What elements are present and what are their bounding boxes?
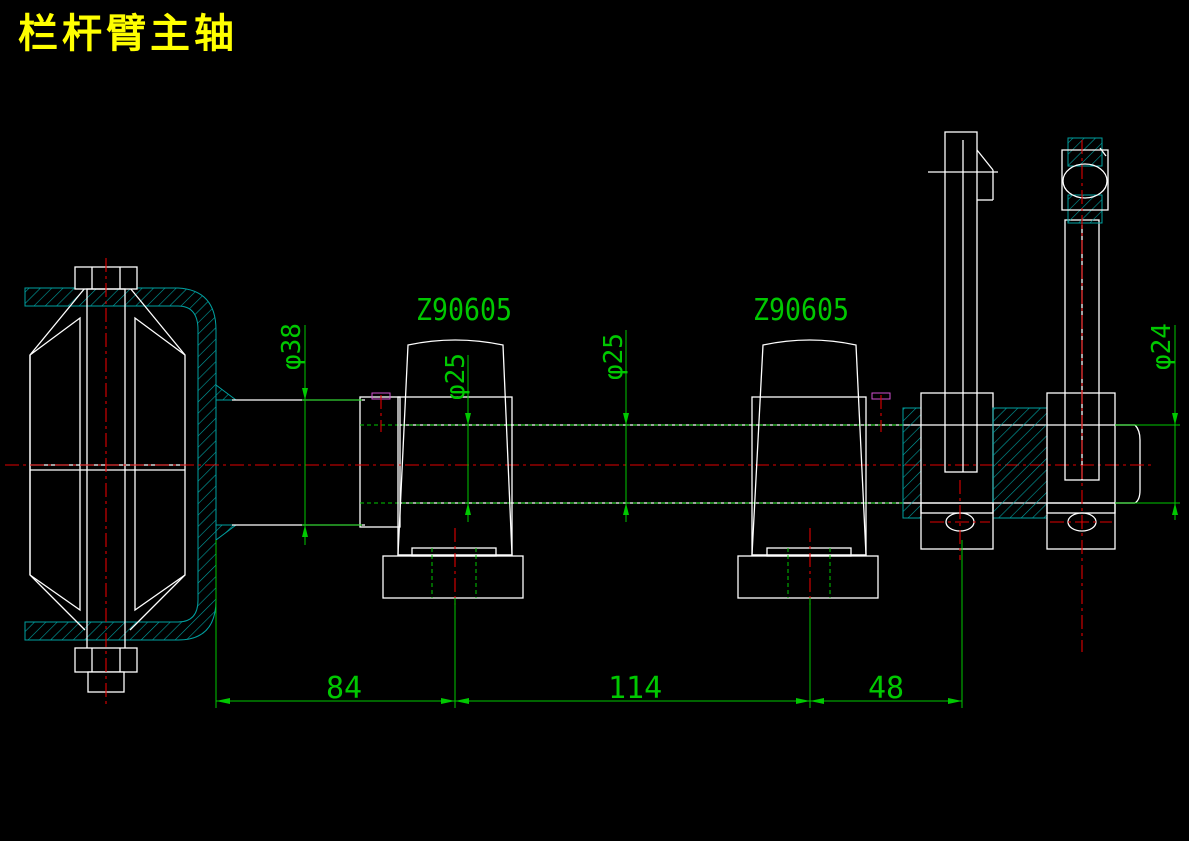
hub-bracket-top [24, 287, 217, 641]
bearing-base-right [737, 555, 879, 599]
dim-dia-25-a: φ25 [441, 353, 471, 400]
crank-arm-2 [1046, 137, 1116, 652]
dim-dia-24: φ24 [1147, 323, 1177, 370]
bearing-base-left [382, 555, 524, 599]
dim-dia-38: φ38 [277, 323, 307, 370]
bearing-block-left [371, 339, 524, 605]
part-label-right: Z90605 [753, 293, 849, 328]
dim-114: 114 [608, 671, 662, 706]
dim-84: 84 [326, 671, 362, 706]
crank-arm-1 [920, 131, 998, 560]
dim-48: 48 [868, 671, 904, 706]
cage-outline-right [129, 287, 186, 631]
dimensions [215, 325, 1180, 708]
part-label-left: Z90605 [416, 293, 512, 328]
main-shaft [5, 396, 1155, 528]
drawing-title: 栏杆臂主轴 [18, 11, 238, 57]
cage-outline-left [29, 287, 86, 631]
shaft-collars [902, 392, 1116, 519]
dim-dia-25-b: φ25 [599, 333, 629, 380]
bearing-block-right [737, 339, 891, 605]
hub-assembly [24, 258, 238, 705]
